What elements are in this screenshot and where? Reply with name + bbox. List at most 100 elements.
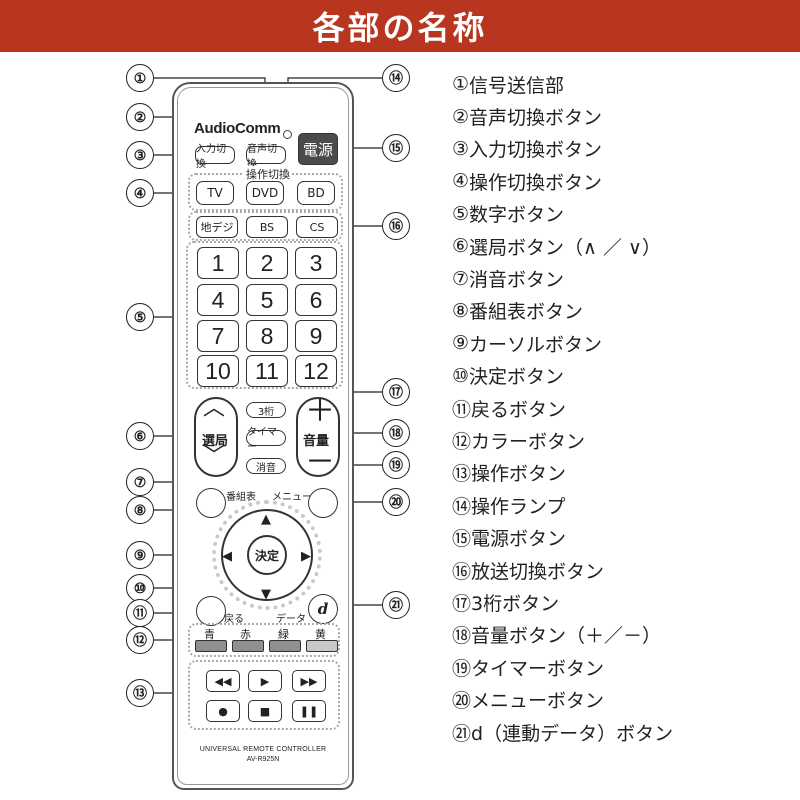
input-switch-button[interactable]: 入力切換: [195, 144, 235, 170]
data-button[interactable]: d: [308, 594, 338, 624]
callout-15: ⑮: [382, 134, 410, 162]
channel-down-icon[interactable]: ﹀: [203, 444, 226, 469]
number-button-12[interactable]: 12: [295, 355, 337, 387]
number-button-7[interactable]: 7: [197, 320, 239, 352]
legend-number: ⑧: [452, 299, 470, 322]
program-guide-label: 番組表: [226, 492, 256, 503]
callout-5: ⑤: [126, 303, 154, 331]
mode-button-dvd[interactable]: DVD: [246, 181, 284, 205]
three-digit-button[interactable]: 3桁: [246, 402, 286, 418]
play-button[interactable]: ▶: [248, 670, 282, 692]
channel-label: 選局: [202, 434, 229, 449]
callout-7: ⑦: [126, 468, 154, 496]
pause-icon: ❚❚: [299, 704, 319, 718]
callout-3: ③: [126, 141, 154, 169]
cursor-down-icon[interactable]: ▼: [261, 587, 271, 602]
transport-group-frame: [188, 660, 340, 730]
enter-button[interactable]: 決定: [247, 535, 287, 575]
legend-text: 数字ボタン: [469, 204, 565, 227]
number-button-5[interactable]: 5: [246, 284, 288, 316]
number-button-10[interactable]: 10: [197, 355, 239, 387]
number-button-6[interactable]: 6: [295, 284, 337, 316]
callout-10: ⑩: [126, 574, 154, 602]
legend-number: ①: [452, 73, 470, 96]
data-label: データ: [276, 614, 306, 625]
legend-text: 音量ボタン（＋／－）: [471, 625, 662, 648]
color-label-yellow: 黄: [315, 628, 326, 641]
number-button-4[interactable]: 4: [197, 284, 239, 316]
cursor-left-icon[interactable]: ◀: [222, 549, 232, 564]
volume-down-icon[interactable]: －: [305, 445, 335, 480]
color-button-green[interactable]: [269, 640, 301, 652]
volume-rocker[interactable]: [296, 397, 340, 477]
channel-rocker[interactable]: [194, 397, 238, 477]
legend-text: 電源ボタン: [471, 528, 567, 551]
legend-text: 操作切換ボタン: [469, 171, 603, 194]
legend-number: ⑬: [452, 463, 472, 486]
number-button-3[interactable]: 3: [295, 247, 337, 279]
number-button-11[interactable]: 11: [246, 355, 288, 387]
legend-text: 信号送信部: [469, 74, 565, 97]
legend-text: 音声切換ボタン: [469, 107, 603, 130]
callout-19: ⑲: [382, 451, 410, 479]
color-button-yellow[interactable]: [306, 640, 338, 652]
rewind-button[interactable]: ◀◀: [206, 670, 240, 692]
mute-button[interactable]: 消音: [246, 458, 286, 474]
number-button-9[interactable]: 9: [295, 320, 337, 352]
mode-button-bd[interactable]: BD: [297, 181, 335, 205]
record-button[interactable]: ●: [206, 700, 240, 722]
callout-8: ⑧: [126, 496, 154, 524]
callout-13: ⑬: [126, 679, 154, 707]
color-label-red: 赤: [240, 628, 251, 641]
number-button-2[interactable]: 2: [246, 247, 288, 279]
pause-button[interactable]: ❚❚: [292, 700, 326, 722]
legend-text: 決定ボタン: [469, 366, 565, 389]
rewind-icon: ◀◀: [214, 674, 232, 688]
legend-number: ⑩: [452, 364, 470, 387]
cursor-ring: [212, 500, 322, 610]
mode-button-tv[interactable]: TV: [196, 181, 234, 205]
number-button-8[interactable]: 8: [246, 320, 288, 352]
play-icon: ▶: [260, 674, 270, 688]
legend-number: ⑪: [452, 398, 472, 421]
number-button-1[interactable]: 1: [197, 247, 239, 279]
color-button-blue[interactable]: [195, 640, 227, 652]
menu-button[interactable]: [308, 488, 338, 518]
channel-up-icon[interactable]: ︿: [203, 396, 226, 421]
color-group-frame: [188, 623, 340, 657]
audio-switch-button[interactable]: 音声切換: [246, 144, 286, 170]
callout-11: ⑪: [126, 599, 154, 627]
broadcast-button-terrestrial[interactable]: 地デジ: [196, 216, 238, 238]
model-number: AV-R925N: [246, 756, 280, 763]
volume-label: 音量: [303, 434, 330, 449]
stop-button[interactable]: ■: [248, 700, 282, 722]
cursor-right-icon[interactable]: ▶: [301, 549, 311, 564]
back-button[interactable]: [196, 596, 226, 626]
program-guide-button[interactable]: [196, 488, 226, 518]
broadcast-button-bs[interactable]: BS: [246, 216, 288, 238]
color-button-red[interactable]: [232, 640, 264, 652]
number-group-frame: [186, 241, 343, 389]
legend-number: ②: [452, 105, 470, 128]
menu-label: メニュー: [272, 492, 312, 503]
power-button[interactable]: 電源: [298, 133, 338, 165]
volume-up-icon[interactable]: ＋: [305, 394, 335, 429]
fast-forward-button[interactable]: ▶▶: [292, 670, 326, 692]
legend-number: ⑱: [452, 625, 472, 648]
back-label: 戻る: [224, 614, 244, 625]
broadcast-button-cs[interactable]: CS: [296, 216, 338, 238]
stop-icon: ■: [259, 704, 271, 718]
callout-20: ⑳: [382, 488, 410, 516]
timer-button[interactable]: タイマー: [246, 427, 286, 453]
cursor-up-icon[interactable]: ▲: [261, 512, 271, 527]
callout-6: ⑥: [126, 422, 154, 450]
